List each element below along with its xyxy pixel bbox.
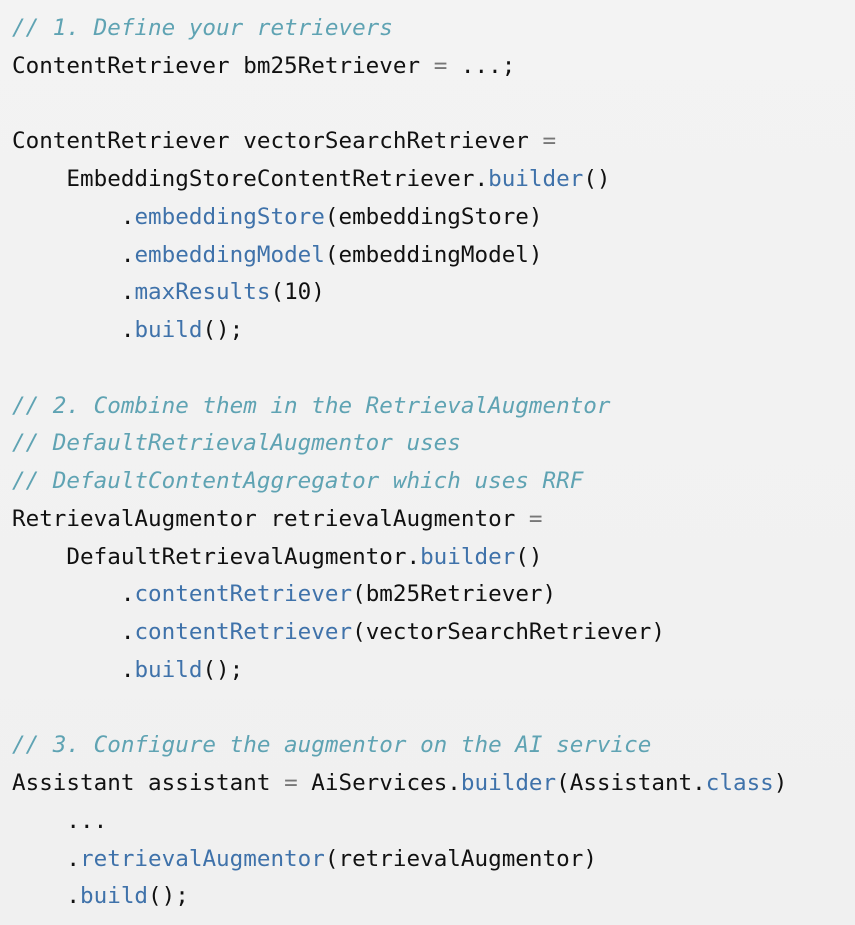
code-comment: // DefaultRetrievalAugmentor uses [12, 430, 461, 457]
code-line [12, 86, 787, 124]
code-token: (embeddingStore) [324, 203, 543, 230]
code-keyword: class [705, 770, 774, 796]
code-method: build [134, 656, 203, 683]
code-line: // 2. Combine them in the RetrievalAugme… [12, 388, 787, 426]
code-line: .build(); [12, 878, 787, 916]
code-token: (); [202, 317, 244, 343]
code-token: () [515, 543, 543, 570]
code-method: embeddingModel [134, 241, 325, 268]
code-line: .embeddingStore(embeddingStore) [12, 199, 787, 237]
code-token: = [284, 770, 298, 796]
code-token: = [433, 52, 448, 79]
code-token: ContentRetriever vectorSearchRetriever [12, 128, 543, 155]
code-token: . [12, 581, 135, 608]
code-token: ...; [447, 52, 516, 79]
code-comment: // 2. Combine them in the RetrievalAugme… [12, 392, 611, 419]
code-line: Assistant assistant = AiServices.builder… [12, 765, 787, 803]
code-token: RetrievalAugmentor retrievalAugmentor [12, 505, 529, 532]
code-method: maxResults [134, 279, 271, 306]
code-method: build [80, 883, 149, 910]
code-token: . [12, 845, 81, 872]
code-token: DefaultRetrievalAugmentor. [12, 543, 421, 570]
code-line [12, 350, 787, 388]
code-token: . [12, 203, 135, 230]
code-token: (retrievalAugmentor) [324, 845, 597, 872]
code-line: .contentRetriever(vectorSearchRetriever) [12, 614, 787, 652]
code-line: .retrievalAugmentor(retrievalAugmentor) [12, 841, 787, 879]
code-line: // 3. Configure the augmentor on the AI … [12, 727, 787, 765]
code-line: // DefaultRetrievalAugmentor uses [12, 425, 787, 463]
code-token: AiServices. [297, 770, 461, 796]
code-line [12, 690, 787, 728]
code-token: (); [202, 656, 244, 683]
code-token: Assistant assistant [12, 770, 285, 796]
code-line: // 1. Define your retrievers [12, 10, 787, 48]
code-token: . [12, 241, 135, 268]
code-method: contentRetriever [134, 619, 353, 645]
code-comment: // 3. Configure the augmentor on the AI … [12, 732, 652, 759]
code-line: // DefaultContentAggregator which uses R… [12, 463, 787, 501]
code-line: RetrievalAugmentor retrievalAugmentor = [12, 501, 787, 539]
code-token: = [528, 505, 543, 532]
code-line: DefaultRetrievalAugmentor.builder() [12, 539, 787, 577]
code-line: .build(); [12, 312, 787, 350]
code-token: (embeddingModel) [324, 241, 543, 268]
code-token: . [12, 279, 135, 306]
code-token: = [542, 128, 557, 155]
code-line: .maxResults(10) [12, 274, 787, 312]
code-line: ContentRetriever bm25Retriever = ...; [12, 48, 787, 86]
code-method: build [134, 317, 203, 343]
code-token: (10) [270, 279, 325, 306]
code-method: builder [460, 770, 557, 796]
code-line: .build(); [12, 652, 787, 690]
code-token: . [12, 317, 135, 343]
code-method: retrievalAugmentor [80, 845, 325, 872]
code-token: (vectorSearchRetriever) [352, 619, 665, 645]
code-token: ContentRetriever bm25Retriever [12, 52, 434, 79]
code-token: . [12, 656, 135, 683]
code-token: EmbeddingStoreContentRetriever. [12, 166, 489, 192]
code-token: (); [148, 883, 189, 910]
code-method: builder [488, 166, 584, 192]
code-token: ) [773, 770, 788, 796]
code-comment: // 1. Define your retrievers [12, 15, 393, 41]
code-method: builder [420, 543, 516, 570]
code-comment: // DefaultContentAggregator which uses R… [12, 468, 584, 494]
code-token: . [12, 883, 81, 910]
code-line: .contentRetriever(bm25Retriever) [12, 576, 787, 614]
code-line: ContentRetriever vectorSearchRetriever = [12, 123, 787, 161]
code-token: () [583, 166, 611, 192]
code-line: ... [12, 803, 787, 841]
code-line: EmbeddingStoreContentRetriever.builder() [12, 161, 787, 199]
code-token: ... [12, 807, 108, 834]
code-line: .embeddingModel(embeddingModel) [12, 237, 787, 275]
code-token: . [12, 619, 135, 645]
code-token: (Assistant. [556, 770, 706, 796]
code-token: (bm25Retriever) [352, 581, 557, 608]
code-method: contentRetriever [134, 581, 353, 608]
code-method: embeddingStore [134, 203, 325, 230]
